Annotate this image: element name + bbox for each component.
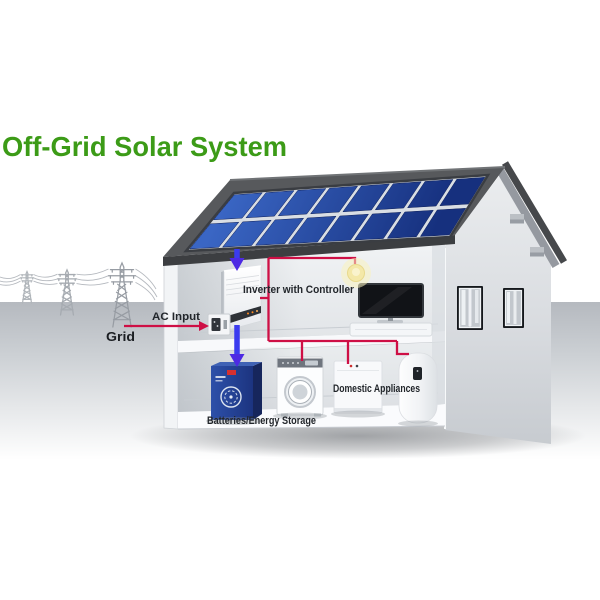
washing-machine (276, 356, 324, 417)
grid-label: Grid (106, 330, 135, 344)
solar-panel-cell (245, 190, 295, 219)
object-shadows (206, 410, 438, 427)
gable-wall (445, 171, 551, 444)
pylon-small (19, 270, 35, 304)
tv-area (349, 283, 433, 337)
purlin-blocks (510, 214, 544, 257)
washer-control-panel (277, 358, 323, 368)
wire-to-appliances (268, 339, 409, 364)
solar-panel-cell (255, 217, 305, 246)
roof-ridge (229, 166, 506, 181)
window-left (457, 286, 483, 330)
solar-panel-array (183, 173, 491, 253)
heater-panel (413, 367, 422, 380)
arrowhead-inverter (229, 258, 245, 271)
battery-storage-unit (211, 362, 262, 420)
solar-panel-cell (189, 221, 240, 250)
solar-panel-cell (419, 208, 467, 237)
solar-panel-cell (277, 188, 327, 217)
roof-soffit (496, 167, 560, 269)
solar-panel-cell (222, 219, 272, 248)
solar-panel-cell (353, 212, 402, 241)
solar-panel-cell (320, 213, 369, 243)
domestic-appliances-label: Domestic Appliances (333, 383, 420, 395)
water-heater (398, 352, 438, 424)
solar-panel-cell (342, 183, 390, 213)
solar-panel-cell (374, 181, 422, 211)
television (358, 283, 424, 318)
page-title: Off-Grid Solar System (2, 131, 287, 162)
solar-panel-cell (439, 177, 486, 206)
window-right (503, 288, 524, 328)
ac-input-arrowhead (199, 321, 209, 331)
left-wall-cut (163, 257, 179, 430)
solar-panel-cell (213, 192, 263, 221)
battery-label-tag (227, 370, 236, 375)
solar-panel-cell (310, 185, 359, 215)
roof-right-edge (496, 161, 568, 269)
power-lines (0, 268, 158, 301)
inverter-label: Inverter with Controller (243, 284, 355, 296)
inverter-vents (225, 275, 260, 296)
solar-panel-cell (386, 210, 434, 239)
ac-input-socket (207, 313, 231, 336)
dishwasher (333, 360, 383, 414)
base-edge (177, 425, 446, 430)
solar-panel-cell (287, 215, 337, 244)
roof-rake (501, 161, 568, 264)
inverter-display (224, 306, 261, 325)
tv-base (377, 320, 403, 324)
battery-emblem (220, 386, 242, 408)
solar-panel-cell (407, 179, 454, 208)
energy-arrows (229, 249, 245, 367)
ceiling-light (341, 258, 371, 288)
solar-panel-grid (189, 177, 486, 250)
batteries-label: Batteries/Energy Storage (207, 415, 316, 427)
arrowhead-battery (229, 354, 245, 367)
ac-input-label: AC Input (152, 311, 200, 323)
washer-door (284, 376, 316, 408)
